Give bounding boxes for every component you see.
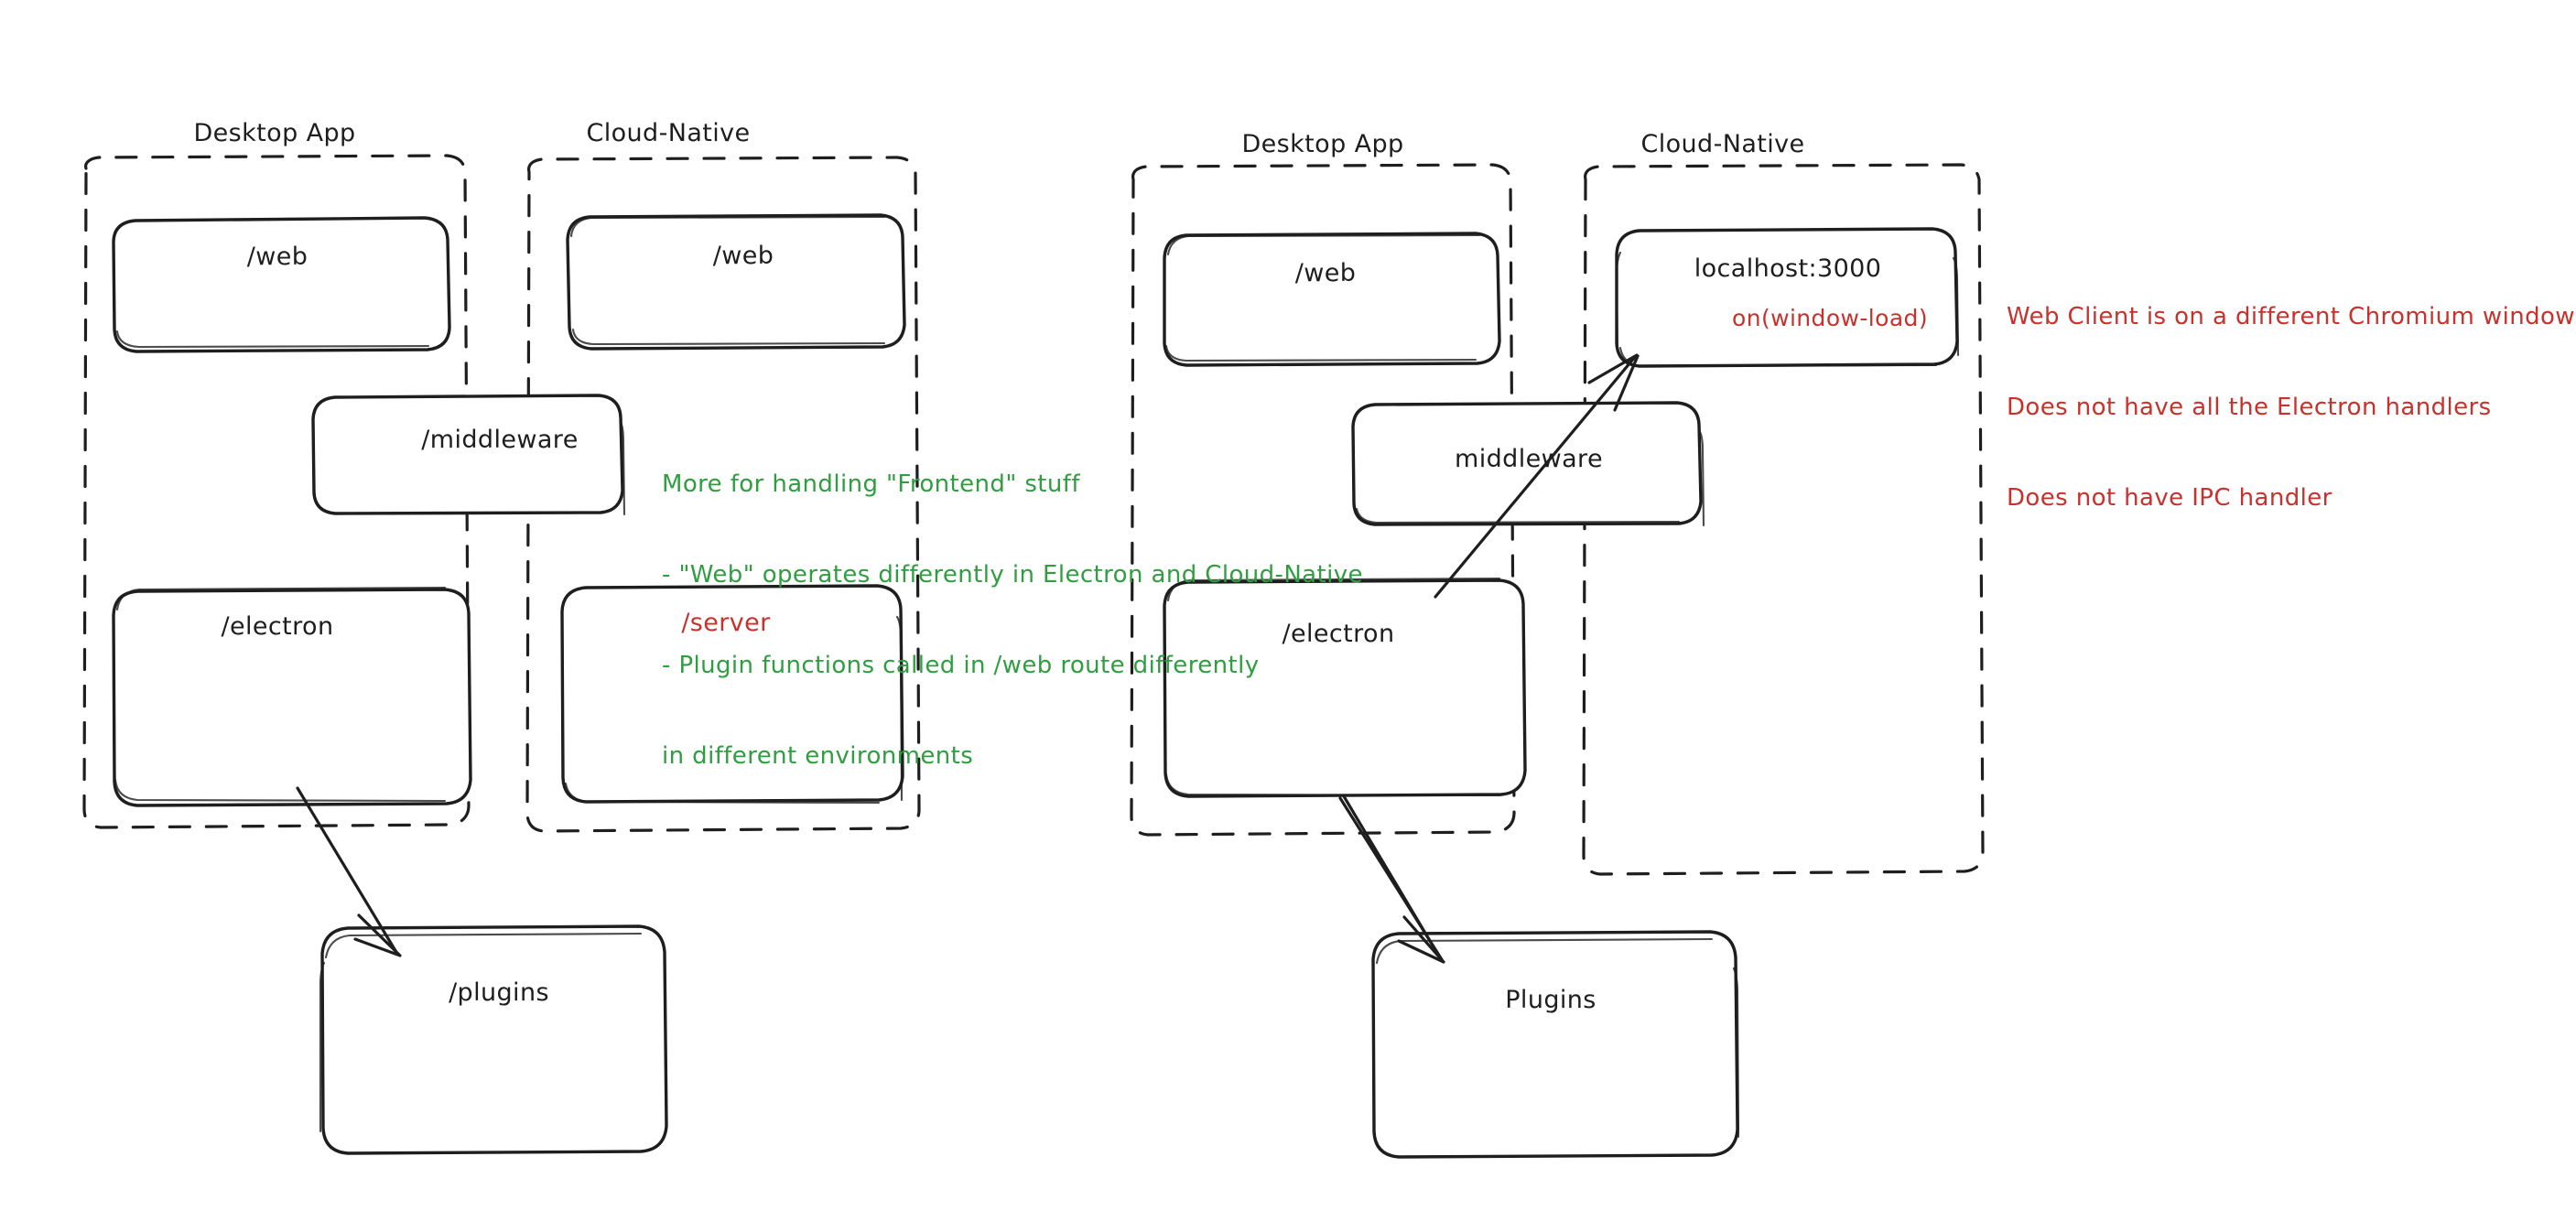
arrow-left-electron-to-plugins bbox=[296, 786, 402, 957]
annotation-green-line-4: in different environments bbox=[662, 742, 974, 770]
box-right-localhost bbox=[1615, 227, 1960, 368]
box-left-middleware bbox=[311, 394, 626, 516]
group-title-left-desktop-app: Desktop App bbox=[193, 119, 356, 147]
arrow-right-electron-to-localhost bbox=[1434, 353, 1640, 599]
box-label-left-server: /server bbox=[681, 609, 771, 637]
box-label-left-electron: /electron bbox=[221, 612, 334, 641]
box-label-right-middleware: middleware bbox=[1455, 445, 1603, 473]
group-container-left-desktop-app bbox=[82, 154, 471, 829]
annotation-green: More for handling "Frontend" stuff - "We… bbox=[662, 409, 1363, 832]
group-container-right-cloud-native bbox=[1582, 163, 1985, 876]
box-label-left-web: /web bbox=[246, 243, 308, 271]
annotation-red: Web Client is on a different Chromium wi… bbox=[2007, 242, 2575, 574]
box-left-electron bbox=[112, 586, 472, 807]
group-title-left-cloud-native: Cloud-Native bbox=[586, 119, 751, 147]
annotation-red-line-2: Does not have all the Electron handlers bbox=[2007, 394, 2492, 421]
annotation-green-line-1: More for handling "Frontend" stuff bbox=[662, 470, 1080, 498]
box-left-cloud-native-web bbox=[566, 213, 906, 351]
box-label-left-cloud-native-web: /web bbox=[712, 242, 774, 270]
box-label-left-middleware: /middleware bbox=[421, 426, 579, 454]
box-label-right-plugins: Plugins bbox=[1505, 986, 1596, 1014]
annotation-green-line-2: - "Web" operates differently in Electron… bbox=[662, 561, 1363, 589]
group-title-right-cloud-native: Cloud-Native bbox=[1640, 130, 1805, 158]
box-label-right-localhost: localhost:3000 bbox=[1694, 254, 1882, 283]
box-left-web bbox=[112, 216, 451, 353]
annotation-red-line-3: Does not have IPC handler bbox=[2007, 484, 2332, 512]
box-label-left-plugins: /plugins bbox=[449, 978, 549, 1007]
box-right-electron bbox=[1163, 577, 1527, 798]
box-right-plugins bbox=[1371, 930, 1740, 1159]
annotation-green-line-3: - Plugin functions called in /web route … bbox=[662, 652, 1260, 679]
group-container-left-cloud-native bbox=[525, 156, 921, 833]
box-label-right-electron: /electron bbox=[1282, 620, 1395, 648]
box-right-web bbox=[1163, 232, 1501, 367]
box-left-server bbox=[560, 584, 904, 805]
box-left-plugins bbox=[319, 924, 668, 1155]
box-right-middleware bbox=[1351, 401, 1705, 527]
box-label-right-localhost-sublabel: on(window-load) bbox=[1732, 305, 1928, 331]
arrow-right-electron-to-plugins bbox=[1338, 794, 1445, 964]
group-container-right-desktop-app bbox=[1130, 163, 1516, 837]
annotation-red-line-1: Web Client is on a different Chromium wi… bbox=[2007, 303, 2575, 330]
box-label-right-web: /web bbox=[1294, 259, 1357, 287]
group-title-right-desktop-app: Desktop App bbox=[1241, 130, 1404, 158]
